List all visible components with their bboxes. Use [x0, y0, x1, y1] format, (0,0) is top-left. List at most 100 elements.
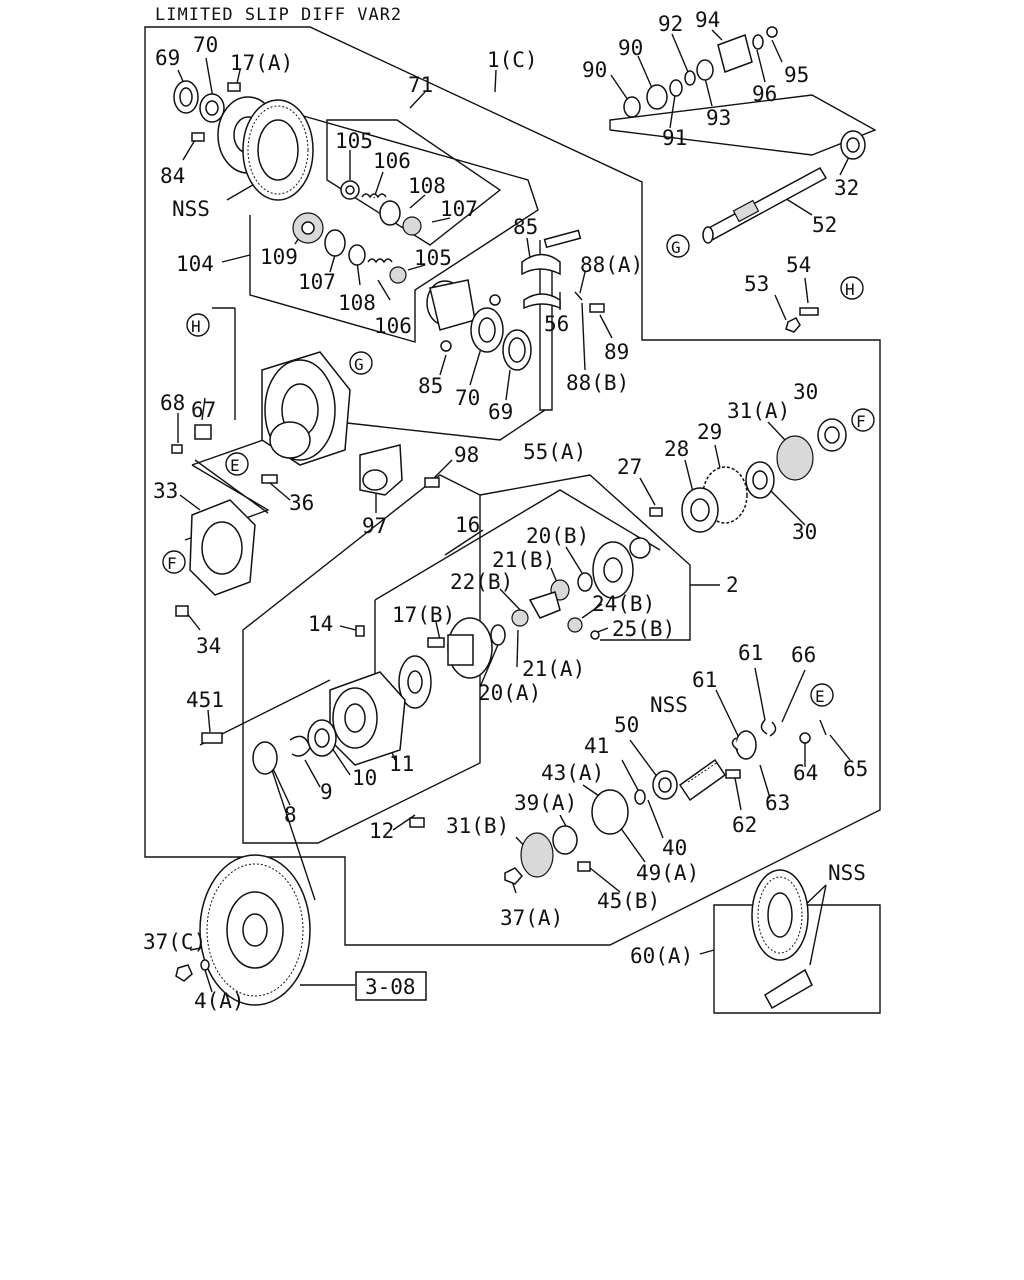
- label-71: 71: [408, 73, 433, 97]
- label-31a: 31(A): [727, 399, 790, 423]
- ref-circle-g-housing: G: [349, 351, 373, 375]
- label-67: 67: [191, 398, 216, 422]
- svg-text:F: F: [856, 412, 866, 431]
- label-33: 33: [153, 479, 178, 503]
- label-95: 95: [784, 63, 809, 87]
- label-nss-pinion: NSS: [650, 693, 688, 717]
- svg-text:H: H: [191, 317, 201, 336]
- label-108-top: 108: [408, 174, 446, 198]
- label-97: 97: [362, 514, 387, 538]
- label-21b: 21(B): [492, 548, 555, 572]
- label-69: 69: [155, 46, 180, 70]
- outline-lines: [144, 26, 881, 1014]
- label-39a: 39(A): [514, 791, 577, 815]
- svg-text:G: G: [354, 355, 364, 374]
- label-69-bottom: 69: [488, 400, 513, 424]
- label-41: 41: [584, 734, 609, 758]
- label-70-bottom: 70: [455, 386, 480, 410]
- component-shapes: [171, 26, 866, 1010]
- label-11: 11: [389, 752, 414, 776]
- label-96: 96: [752, 82, 777, 106]
- svg-text:E: E: [815, 687, 825, 706]
- label-nss-ringset: NSS: [828, 861, 866, 885]
- label-12: 12: [369, 819, 394, 843]
- label-91: 91: [662, 126, 687, 150]
- label-nss-ring: NSS: [172, 197, 210, 221]
- label-104: 104: [176, 252, 214, 276]
- label-105-bottom: 105: [414, 246, 452, 270]
- label-17a: 17(A): [230, 51, 293, 75]
- label-66: 66: [791, 643, 816, 667]
- label-62: 62: [732, 813, 757, 837]
- label-2: 2: [726, 573, 739, 597]
- label-88b: 88(B): [566, 371, 629, 395]
- circled-refs: G H H G E F F E: [162, 234, 875, 707]
- label-54: 54: [786, 253, 811, 277]
- ref-circle-f-pinion: F: [851, 408, 875, 432]
- label-30-top: 30: [793, 380, 818, 404]
- label-27: 27: [617, 455, 642, 479]
- label-50: 50: [614, 713, 639, 737]
- label-40: 40: [662, 836, 687, 860]
- label-1c: 1(C): [487, 48, 538, 72]
- label-55a: 55(A): [523, 440, 586, 464]
- label-61-top: 61: [738, 641, 763, 665]
- label-52: 52: [812, 213, 837, 237]
- svg-text:F: F: [167, 554, 177, 573]
- ref-circle-g-shaft: G: [666, 234, 690, 258]
- label-63: 63: [765, 791, 790, 815]
- diagram-title: LIMITED SLIP DIFF VAR2: [155, 5, 402, 25]
- label-108-bottom: 108: [338, 291, 376, 315]
- label-65: 65: [843, 757, 868, 781]
- label-84: 84: [160, 164, 185, 188]
- label-89: 89: [604, 340, 629, 364]
- label-16: 16: [455, 513, 480, 537]
- label-85-bottom: 85: [418, 374, 443, 398]
- label-70: 70: [193, 33, 218, 57]
- label-37c: 37(C): [143, 930, 206, 954]
- ref-circle-f-cover: F: [162, 550, 186, 574]
- label-20a: 20(A): [478, 681, 541, 705]
- label-106-top: 106: [373, 149, 411, 173]
- label-34: 34: [196, 634, 221, 658]
- label-10: 10: [352, 766, 377, 790]
- svg-text:G: G: [671, 238, 681, 257]
- label-105-top: 105: [335, 129, 373, 153]
- label-92: 92: [658, 12, 683, 36]
- ref-circle-h-housing: H: [186, 313, 210, 337]
- label-28: 28: [664, 437, 689, 461]
- label-9: 9: [320, 780, 333, 804]
- label-21a: 21(A): [522, 657, 585, 681]
- reference-box-label: 3-08: [365, 975, 416, 999]
- label-30-bottom: 30: [792, 520, 817, 544]
- label-85-top: 85: [513, 215, 538, 239]
- label-61-mid: 61: [692, 668, 717, 692]
- label-60a: 60(A): [630, 944, 693, 968]
- reference-box[interactable]: [355, 971, 427, 1001]
- label-49a: 49(A): [636, 861, 699, 885]
- label-451: 451: [186, 688, 224, 712]
- label-43a: 43(A): [541, 761, 604, 785]
- svg-text:E: E: [230, 456, 240, 475]
- label-45b: 45(B): [597, 889, 660, 913]
- label-22b: 22(B): [450, 570, 513, 594]
- label-90-right: 90: [618, 36, 643, 60]
- label-93: 93: [706, 106, 731, 130]
- label-53: 53: [744, 272, 769, 296]
- label-4a: 4(A): [194, 989, 245, 1013]
- label-37a: 37(A): [500, 906, 563, 930]
- label-107-top: 107: [440, 197, 478, 221]
- label-29: 29: [697, 420, 722, 444]
- label-20b: 20(B): [526, 524, 589, 548]
- ref-circle-e-housing: E: [225, 452, 249, 476]
- label-98: 98: [454, 443, 479, 467]
- label-107-bottom: 107: [298, 270, 336, 294]
- label-109: 109: [260, 245, 298, 269]
- label-36: 36: [289, 491, 314, 515]
- label-24b: 24(B): [592, 592, 655, 616]
- ref-circle-h-bolt: H: [840, 276, 864, 300]
- label-68: 68: [160, 391, 185, 415]
- label-88a: 88(A): [580, 253, 643, 277]
- ref-circle-e-pinion: E: [810, 683, 834, 707]
